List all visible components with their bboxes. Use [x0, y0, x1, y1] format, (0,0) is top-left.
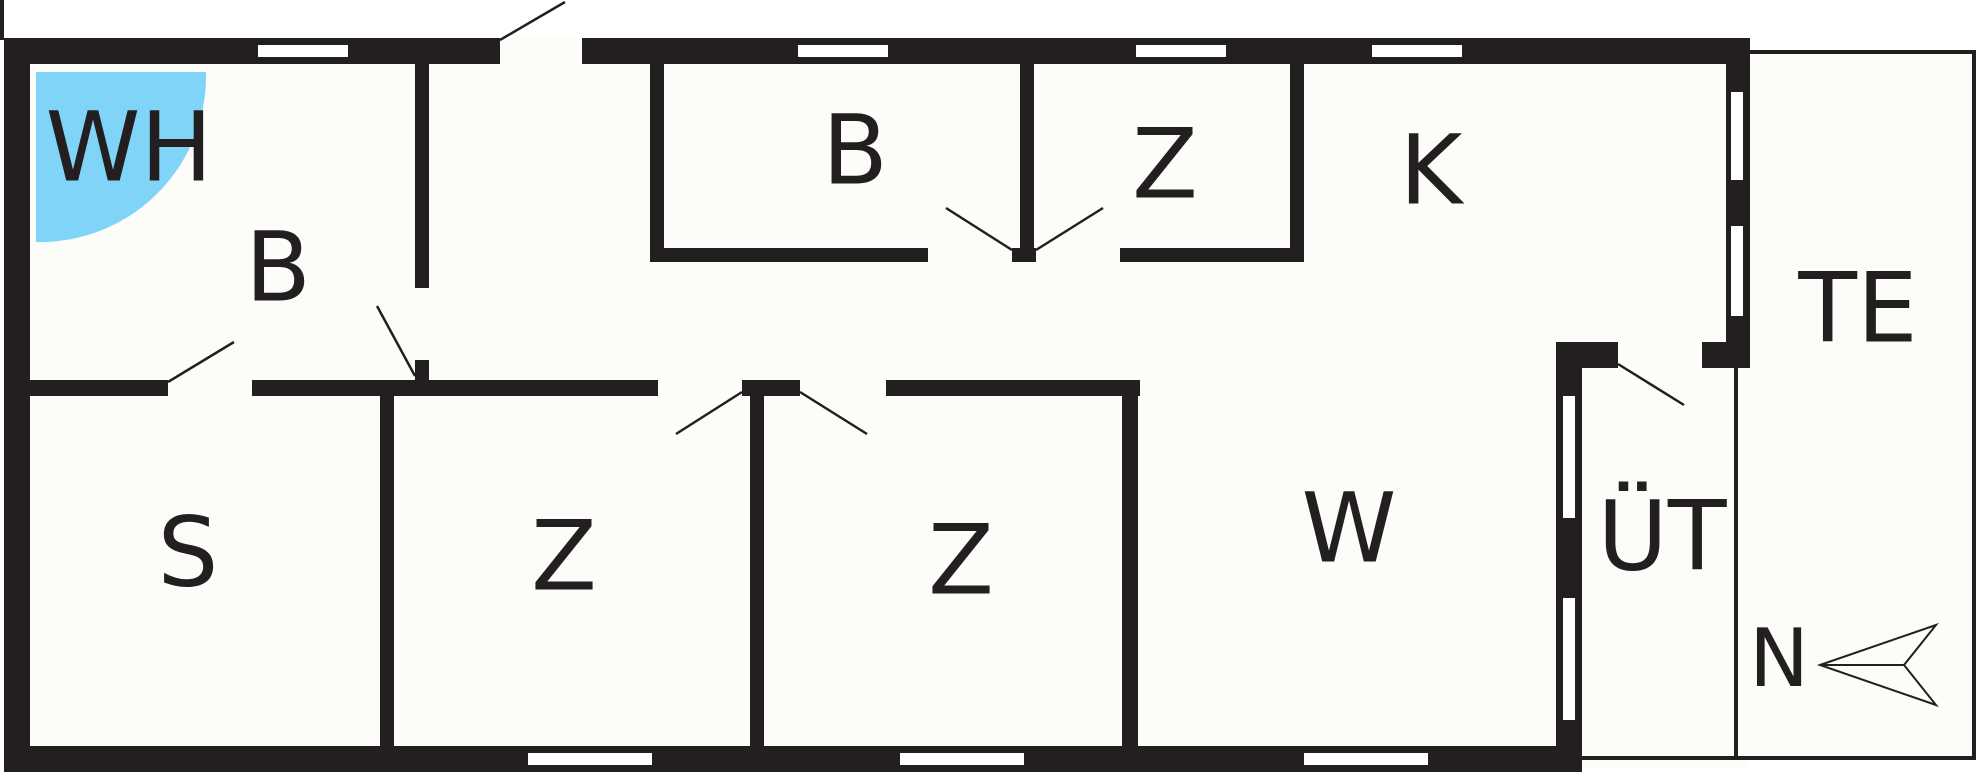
topbox-left — [650, 64, 664, 262]
bath-door-swing — [167, 340, 235, 384]
topbox-right — [1290, 64, 1304, 262]
room-label-b-top: B — [822, 94, 888, 206]
z2-door-swing — [799, 390, 868, 436]
outer-wall-top-left — [4, 38, 500, 64]
north-arrow-icon — [1816, 622, 1939, 708]
window-right-2 — [1731, 226, 1743, 316]
window-top-4 — [1372, 45, 1462, 57]
z1-door-gap — [658, 380, 742, 396]
wall-s-z1 — [380, 396, 394, 746]
ut-door-gap — [1618, 342, 1702, 368]
room-label-k: K — [1400, 114, 1465, 226]
bath-side-door-gap — [415, 288, 429, 360]
btop-door-gap — [928, 248, 1012, 262]
room-label-ut: ÜT — [1598, 480, 1727, 592]
z2-door-gap — [800, 380, 886, 396]
room-label-z1: Z — [531, 500, 597, 612]
compass-label: N — [1749, 612, 1809, 705]
window-ut-2 — [1563, 598, 1575, 720]
ut-door-swing — [1617, 362, 1685, 407]
entry-door-gap — [500, 38, 582, 64]
window-bottom-2 — [900, 753, 1024, 765]
window-right-1 — [1731, 92, 1743, 180]
bath-right-wall-stub — [415, 360, 429, 380]
outer-wall-left — [4, 38, 30, 768]
room-label-z-top: Z — [1132, 108, 1198, 220]
corner-stub — [0, 0, 4, 40]
wall-z2-w — [1122, 380, 1138, 746]
room-label-b-left: B — [245, 211, 311, 323]
ztop-door-gap — [1036, 248, 1120, 262]
main-floor — [4, 38, 1749, 768]
window-bottom-3 — [1304, 753, 1428, 765]
btop-door-swing — [945, 206, 1013, 252]
window-top-1 — [258, 45, 348, 57]
entry-door-swing — [499, 0, 566, 42]
room-label-wh: WH — [45, 91, 212, 203]
room-label-z2: Z — [928, 504, 994, 616]
room-label-s: S — [158, 496, 219, 608]
window-top-3 — [1136, 45, 1226, 57]
window-bottom-1 — [528, 753, 652, 765]
bath-right-wall — [415, 64, 429, 288]
whirlpool-shape — [36, 72, 206, 243]
window-top-2 — [798, 45, 888, 57]
outer-wall-right-upper — [1726, 38, 1750, 368]
topbox-mid — [1020, 64, 1034, 262]
bath-door-gap — [168, 380, 252, 396]
ztop-door-swing — [1035, 206, 1104, 252]
bath-side-door-swing — [375, 305, 417, 377]
terrace-outline — [1582, 50, 1976, 760]
room-label-w: W — [1302, 472, 1397, 584]
wall-z1-z2 — [750, 396, 764, 746]
terrace-floor — [1745, 50, 1975, 760]
room-label-te: TE — [1797, 252, 1917, 364]
z1-door-swing — [675, 390, 743, 436]
window-ut-1 — [1563, 396, 1575, 518]
